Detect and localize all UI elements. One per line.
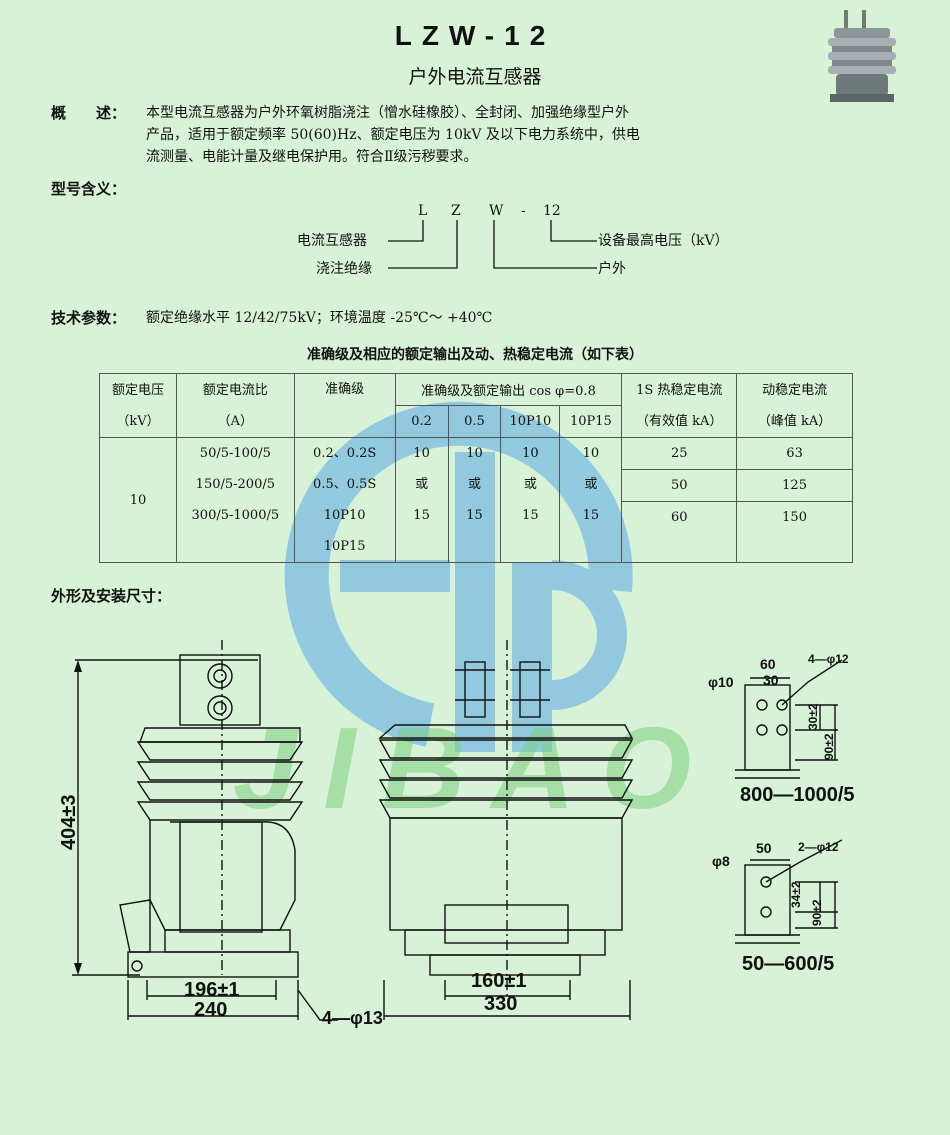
t1-v90: 90±2 xyxy=(822,733,836,760)
t2-hole-spec: 2—φ12 xyxy=(798,840,839,854)
terminal-detail-50-600 xyxy=(735,839,843,944)
dim-side-outer: 240 xyxy=(194,999,228,1021)
th-output-10p15: 10P15 xyxy=(559,405,623,438)
model-code-dash: - xyxy=(521,203,526,219)
dim-front-inner: 160±1 xyxy=(471,970,527,992)
th-output-10p10: 10P10 xyxy=(500,405,561,438)
t2-caption: 50—600/5 xyxy=(742,953,835,975)
product-photo xyxy=(828,10,896,102)
th-output-02: 0.2 xyxy=(394,405,449,438)
tech-text: 额定绝缘水平 12/42/75kV；环境温度 -25℃～ +40℃ xyxy=(146,310,493,326)
model-code-w: W xyxy=(489,203,504,219)
model-code-12: 12 xyxy=(543,203,561,219)
overview-line: 流测量、电能计量及继电保护用。符合Ⅱ级污秽要求。 xyxy=(146,149,478,165)
th-class: 准确级 xyxy=(293,373,396,438)
model-label: 型号含义： xyxy=(51,180,127,198)
cell-voltage: 10 xyxy=(99,437,177,563)
dimensions-label: 外形及安装尺寸： xyxy=(51,587,172,605)
th-dynamic: 动稳定电流（峰值 kA） xyxy=(736,373,853,438)
page-subtitle: 户外电流互感器 xyxy=(408,66,542,88)
t2-diameter-8: φ8 xyxy=(712,853,730,869)
dim-holes: 4—φ13 xyxy=(322,1008,383,1028)
model-meaning-ct: 电流互感器 xyxy=(297,233,367,249)
model-meaning-voltage: 设备最高电压（kV） xyxy=(598,233,729,249)
spec-table: 额定电压（kV） 额定电流比（A） 准确级 准确级及额定输出 cos φ=0.8… xyxy=(99,373,853,563)
table-caption: 准确级及相应的额定输出及动、热稳定电流（如下表） xyxy=(307,347,643,363)
model-code-z: Z xyxy=(451,203,461,219)
t2-v34: 34±2 xyxy=(789,881,803,908)
outline-drawing xyxy=(72,640,843,1021)
t1-hole-spec: 4—φ12 xyxy=(808,652,849,666)
t1-caption: 800—1000/5 xyxy=(740,784,855,806)
overview-label: 概 述： xyxy=(51,104,127,122)
th-output: 准确级及额定输出 cos φ=0.8 xyxy=(394,373,623,406)
t1-diameter-10: φ10 xyxy=(708,674,734,690)
t1-width-30: 30 xyxy=(763,672,779,688)
page-title: LZW-12 xyxy=(394,20,556,51)
th-output-05: 0.5 xyxy=(447,405,502,438)
t1-v30: 30±2 xyxy=(806,703,820,730)
overview-text: 本型电流互感器为户外环氧树脂浇注（憎水硅橡胶）、全封闭、加强绝缘型户外 产品，适… xyxy=(146,102,846,168)
dim-height: 404±3 xyxy=(58,794,80,850)
dim-front-outer: 330 xyxy=(484,993,518,1015)
tech-label: 技术参数： xyxy=(51,309,127,327)
overview-line: 产品，适用于额定频率 50(60)Hz、额定电压为 10kV 及以下电力系统中，… xyxy=(146,127,640,143)
dim-side-inner: 196±1 xyxy=(184,979,240,1001)
model-code-l: L xyxy=(418,203,428,219)
terminal-detail-800-1000 xyxy=(735,659,843,779)
model-meaning-cast: 浇注绝缘 xyxy=(316,261,372,277)
th-ratio: 额定电流比（A） xyxy=(175,373,295,438)
t2-v90: 90±2 xyxy=(810,899,824,926)
t2-width-50: 50 xyxy=(756,840,772,856)
model-connector-lines xyxy=(388,220,597,269)
t1-width-60: 60 xyxy=(760,656,776,672)
model-meaning-outdoor: 户外 xyxy=(598,261,626,277)
side-view-drawing xyxy=(72,640,338,1021)
th-voltage: 额定电压（kV） xyxy=(99,373,177,438)
front-view-drawing xyxy=(378,640,634,1020)
overview-line: 本型电流互感器为户外环氧树脂浇注（憎水硅橡胶）、全封闭、加强绝缘型户外 xyxy=(146,105,629,121)
th-thermal: 1S 热稳定电流（有效值 kA） xyxy=(621,373,738,438)
